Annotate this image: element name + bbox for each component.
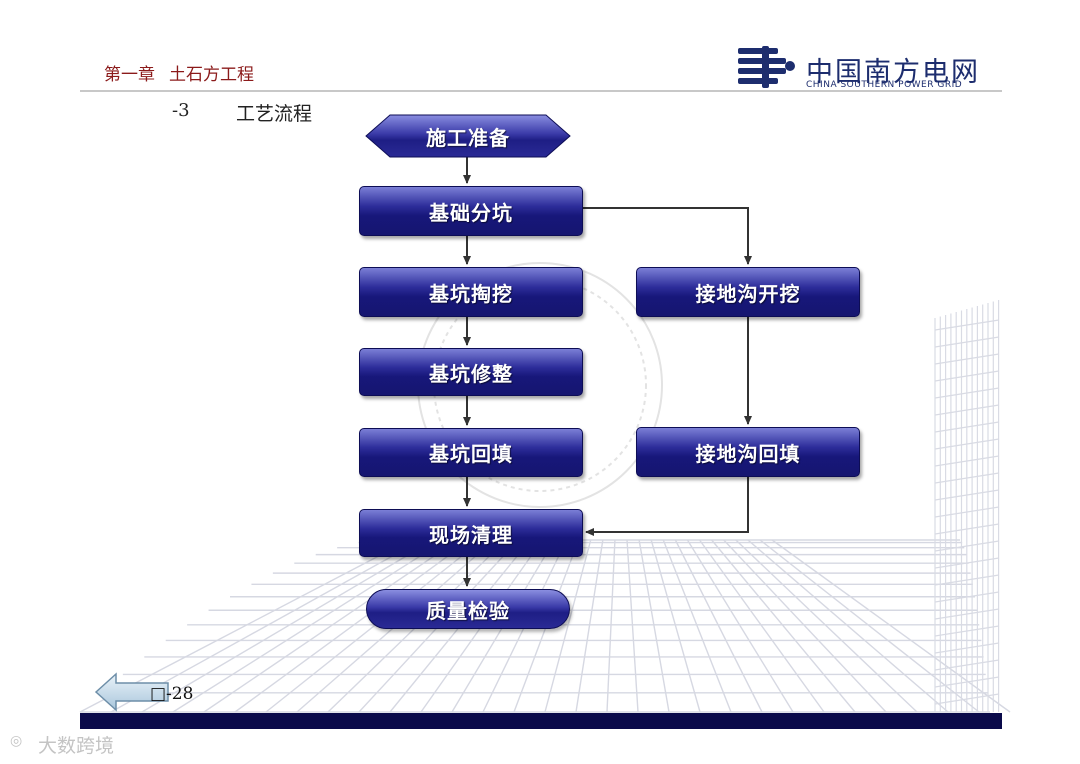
footer-bar [80, 713, 1002, 729]
step-node-1: 基础分坑 [359, 186, 583, 236]
end-node: 质量检验 [366, 589, 570, 629]
watermark-text: 大数跨境 [38, 731, 114, 758]
branch-node-1: 接地沟开挖 [636, 267, 860, 317]
arrow-step1-to-branch1 [583, 208, 748, 264]
branch-node-2: 接地沟回填 [636, 427, 860, 477]
step-node-4: 基坑回填 [359, 428, 583, 477]
step-node-5: 现场清理 [359, 509, 583, 557]
step-node-3: 基坑修整 [359, 348, 583, 396]
watermark-logo-icon: ◎ [10, 733, 22, 749]
start-node: 施工准备 [364, 114, 572, 158]
step-node-2: 基坑掏挖 [359, 267, 583, 317]
arrow-branch2-to-step5 [586, 476, 748, 532]
page-number: □-28 [150, 684, 193, 704]
